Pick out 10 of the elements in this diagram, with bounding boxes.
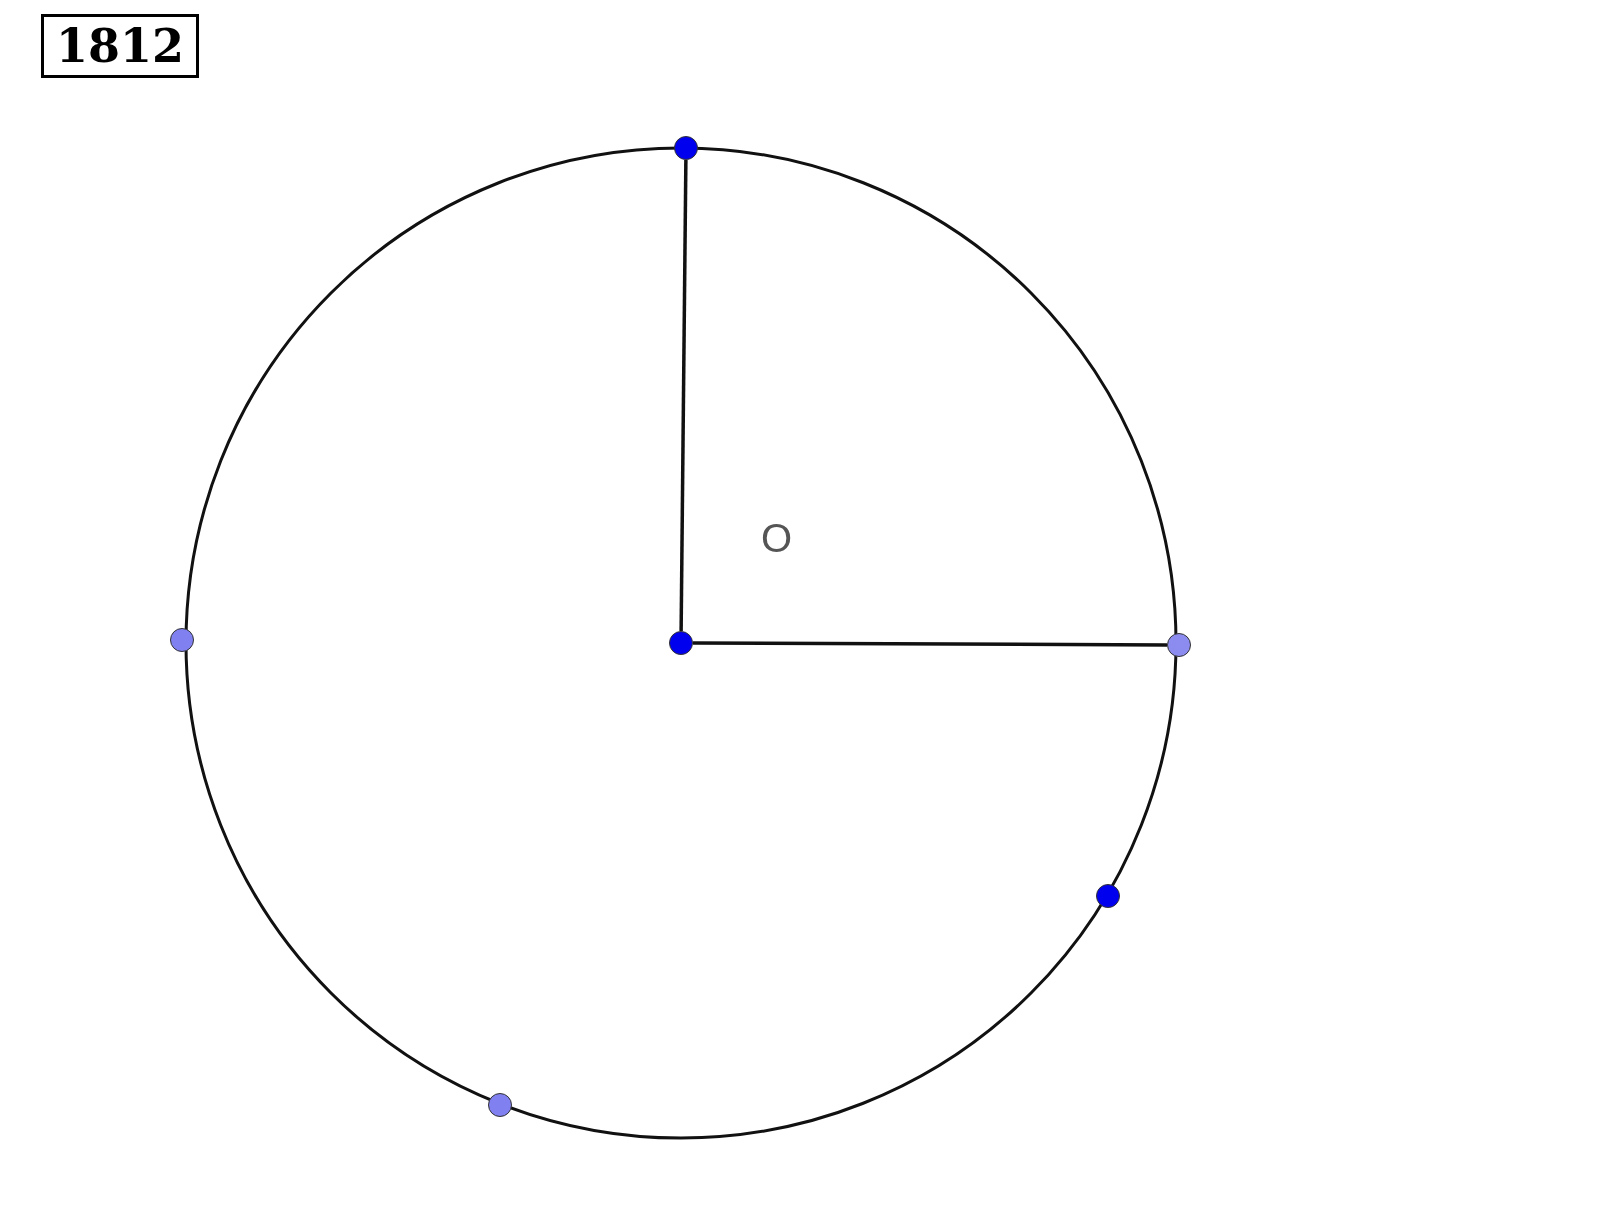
problem-number: 1812 <box>41 14 200 78</box>
point-marker <box>669 631 693 655</box>
point-marker <box>170 628 194 652</box>
point-marker <box>1096 884 1120 908</box>
point-marker <box>488 1093 512 1117</box>
point-marker <box>674 136 698 160</box>
radius-segment <box>693 641 1167 647</box>
radius-segment <box>679 160 688 631</box>
point-label: O <box>761 518 793 558</box>
point-marker <box>1167 633 1191 657</box>
